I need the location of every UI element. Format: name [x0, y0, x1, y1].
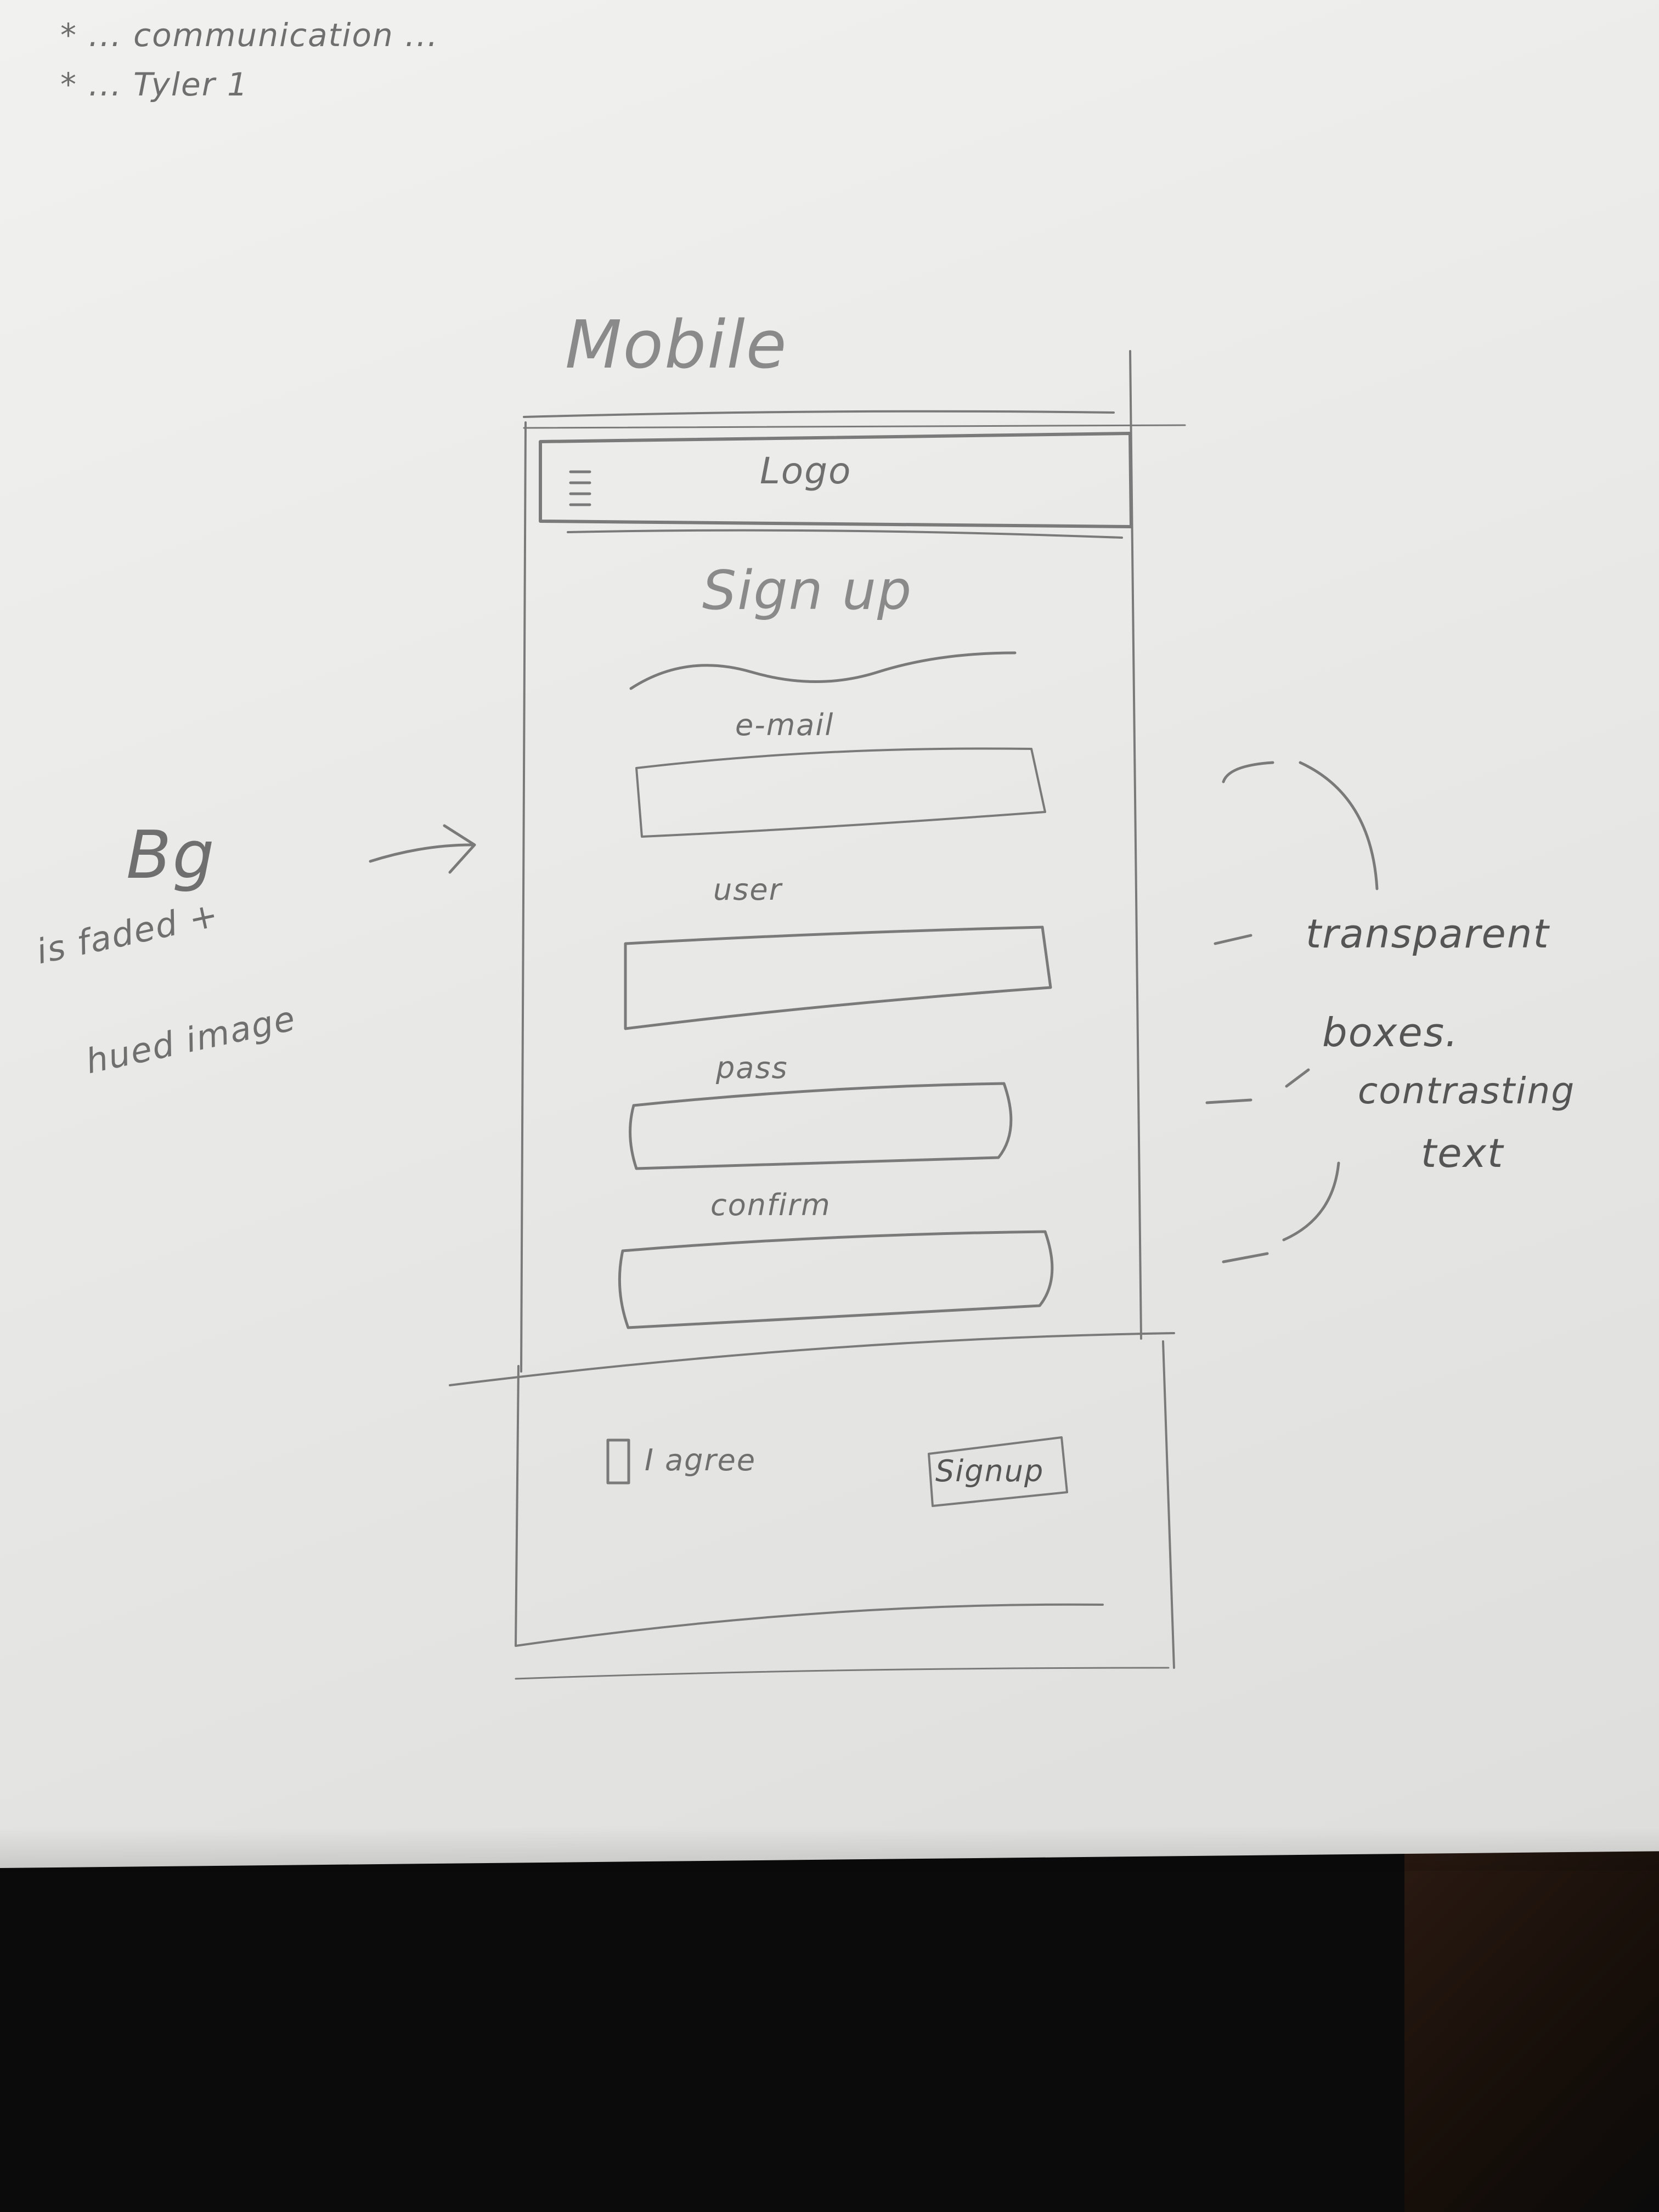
- phone-left-edge: [520, 421, 527, 1373]
- confirm-field[interactable]: [618, 1230, 1054, 1329]
- email-field[interactable]: [635, 747, 1046, 838]
- footer-bottom-line: [515, 1667, 1170, 1680]
- right-arrow-4-icon: [1222, 1252, 1269, 1263]
- right-arrow-2-icon: [1214, 934, 1252, 945]
- right-tick: [1285, 1068, 1310, 1088]
- phone-top-edge: [523, 410, 1115, 418]
- logo-label: Logo: [760, 450, 852, 492]
- boxes-note-line-1: transparent: [1306, 911, 1550, 957]
- mobile-title: Mobile: [565, 307, 788, 383]
- header-underline: [567, 529, 1123, 539]
- boxes-note-line-2: boxes.: [1322, 1009, 1459, 1056]
- right-arrow-1-icon: [1222, 761, 1274, 783]
- agree-checkbox[interactable]: [606, 1438, 630, 1485]
- user-label: user: [713, 872, 782, 907]
- bg-note-title: Bg: [126, 817, 216, 894]
- phone-top-guide: [523, 424, 1186, 429]
- footer-right-edge: [1162, 1340, 1175, 1669]
- signup-button[interactable]: [928, 1436, 1068, 1507]
- bg-arrow-icon: [369, 843, 473, 863]
- note-line-1: * ... communication ...: [60, 16, 439, 54]
- heading-squiggle: [629, 651, 1017, 690]
- signup-heading: Sign up: [702, 560, 913, 622]
- header-bar: [539, 432, 1133, 528]
- signup-button-label[interactable]: Signup: [935, 1454, 1045, 1488]
- right-arrow-3-icon: [1205, 1098, 1252, 1104]
- footer-box: [515, 1365, 1104, 1647]
- confirm-label: confirm: [710, 1188, 831, 1222]
- right-bracket-2: [1282, 1161, 1340, 1242]
- boxes-note-line-4: text: [1421, 1130, 1504, 1176]
- hamburger-menu-icon[interactable]: [569, 470, 591, 506]
- footer-divider: [449, 1332, 1175, 1386]
- table-surface: [1404, 1843, 1659, 2212]
- bg-arrow-head-icon: [443, 824, 476, 874]
- email-label: e-mail: [735, 708, 834, 742]
- agree-label: I agree: [645, 1443, 757, 1477]
- pass-label: pass: [716, 1051, 788, 1085]
- boxes-note-line-3: contrasting: [1358, 1070, 1576, 1112]
- pass-field[interactable]: [629, 1082, 1013, 1170]
- user-field[interactable]: [624, 926, 1052, 1030]
- right-bracket-1: [1299, 761, 1379, 890]
- note-line-2: * ... Tyler 1: [60, 66, 249, 103]
- paper-edge-shadow: [0, 1827, 1659, 1871]
